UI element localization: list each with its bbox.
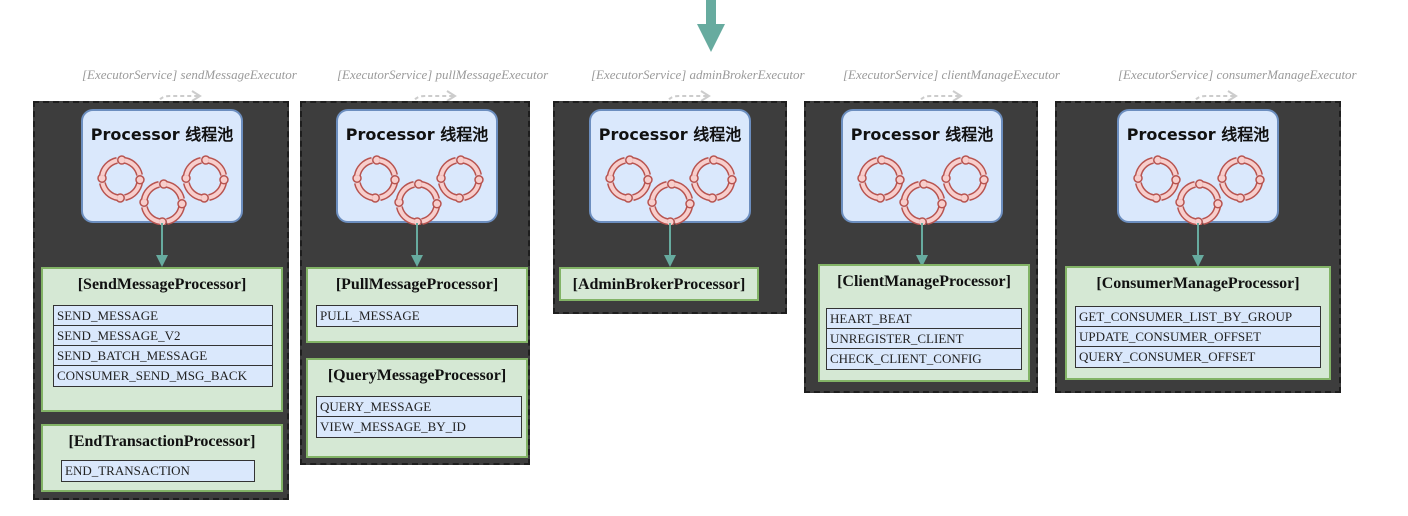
gears-icon — [97, 155, 229, 225]
thread-pool: Processor 线程池 — [589, 109, 751, 225]
pool-title: Processor 线程池 — [598, 125, 742, 144]
pool-title: Processor 线程池 — [345, 125, 489, 144]
pool-title: Processor 线程池 — [90, 125, 234, 144]
executor-panel-client: Processor 线程池 [ClientManageProcessor] HE… — [804, 101, 1038, 393]
request-code: SEND_MESSAGE — [54, 306, 272, 326]
thread-cycle-icon — [394, 179, 442, 225]
request-code: QUERY_MESSAGE — [317, 397, 521, 417]
connector-arrow — [916, 223, 928, 267]
thread-cycle-icon — [352, 155, 400, 203]
processor-query-message: [QueryMessageProcessor] QUERY_MESSAGE VI… — [306, 358, 528, 458]
request-code: UNREGISTER_CLIENT — [827, 329, 1021, 349]
thread-cycle-icon — [181, 155, 229, 203]
processor-consumer-manage: [ConsumerManageProcessor] GET_CONSUMER_L… — [1065, 266, 1331, 380]
request-code: UPDATE_CONSUMER_OFFSET — [1076, 327, 1320, 347]
gears-icon — [857, 155, 989, 225]
processor-send-message: [SendMessageProcessor] SEND_MESSAGE SEND… — [41, 267, 283, 412]
request-code-list: PULL_MESSAGE — [316, 305, 518, 327]
pool-title: Processor 线程池 — [850, 125, 994, 144]
request-code: CHECK_CLIENT_CONFIG — [830, 351, 982, 366]
request-code: PULL_MESSAGE — [320, 308, 420, 323]
executor-label: [ExecutorService] clientManageExecutor — [843, 67, 1060, 82]
request-code-list: HEART_BEAT UNREGISTER_CLIENT CHECK_CLIEN… — [826, 308, 1022, 370]
thread-cycle-icon — [1217, 155, 1265, 203]
executor-label: [ExecutorService] adminBrokerExecutor — [591, 67, 805, 82]
request-code: SEND_BATCH_MESSAGE — [54, 346, 272, 366]
thread-cycle-icon — [1133, 155, 1181, 203]
thread-cycle-icon — [605, 155, 653, 203]
connector-arrow — [156, 223, 168, 267]
thread-cycle-icon — [436, 155, 484, 203]
pool-title: Processor 线程池 — [1126, 125, 1270, 144]
gears-icon — [605, 155, 737, 225]
thread-cycle-icon — [97, 155, 145, 203]
executor-panel-send: Processor 线程池 [SendMessageProcessor] SEN… — [33, 101, 289, 500]
thread-cycle-icon — [139, 179, 187, 225]
processor-client-manage: [ClientManageProcessor] HEART_BEAT UNREG… — [818, 264, 1030, 382]
processor-end-transaction: [EndTransactionProcessor] END_TRANSACTIO… — [41, 424, 283, 492]
request-code: HEART_BEAT — [827, 309, 1021, 329]
incoming-arrow — [697, 0, 725, 52]
processor-title: [PullMessageProcessor] — [335, 276, 499, 293]
thread-cycle-icon — [857, 155, 905, 203]
connector-arrow — [411, 223, 423, 267]
processor-admin-broker: [AdminBrokerProcessor] — [559, 267, 759, 301]
request-code: VIEW_MESSAGE_BY_ID — [320, 419, 466, 434]
executor-panel-admin: Processor 线程池 [AdminBrokerProcessor] — [553, 101, 787, 314]
request-code-list: SEND_MESSAGE SEND_MESSAGE_V2 SEND_BATCH_… — [53, 305, 273, 387]
thread-pool: Processor 线程池 — [336, 109, 498, 225]
thread-pool: Processor 线程池 — [81, 109, 243, 225]
request-code: END_TRANSACTION — [65, 463, 190, 478]
processor-pull-message: [PullMessageProcessor] PULL_MESSAGE — [306, 267, 528, 343]
processor-title: [QueryMessageProcessor] — [327, 367, 507, 384]
thread-cycle-icon — [689, 155, 737, 203]
gears-icon — [352, 155, 484, 225]
request-code: CONSUMER_SEND_MSG_BACK — [57, 368, 247, 383]
executor-panel-consumer: Processor 线程池 [ConsumerManageProcessor] … — [1055, 101, 1341, 393]
thread-cycle-icon — [1175, 179, 1223, 225]
thread-cycle-icon — [647, 179, 695, 225]
request-code-list: QUERY_MESSAGE VIEW_MESSAGE_BY_ID — [316, 396, 522, 438]
request-code-list: GET_CONSUMER_LIST_BY_GROUP UPDATE_CONSUM… — [1075, 306, 1321, 368]
executor-label: [ExecutorService] consumerManageExecutor — [1118, 67, 1357, 82]
processor-title: [AdminBrokerProcessor] — [572, 276, 746, 293]
processor-title: [SendMessageProcessor] — [77, 276, 247, 293]
processor-title: [ConsumerManageProcessor] — [1096, 275, 1300, 292]
request-code: QUERY_CONSUMER_OFFSET — [1079, 349, 1256, 364]
executor-label: [ExecutorService] pullMessageExecutor — [337, 67, 549, 82]
processor-title: [ClientManageProcessor] — [837, 273, 1011, 290]
processor-title: [EndTransactionProcessor] — [68, 433, 256, 450]
thread-cycle-icon — [899, 179, 947, 225]
thread-pool: Processor 线程池 — [841, 109, 1003, 225]
request-code: GET_CONSUMER_LIST_BY_GROUP — [1076, 307, 1320, 327]
request-code: SEND_MESSAGE_V2 — [54, 326, 272, 346]
thread-cycle-icon — [941, 155, 989, 203]
connector-arrow — [664, 223, 676, 267]
thread-pool: Processor 线程池 — [1117, 109, 1279, 225]
executor-label: [ExecutorService] sendMessageExecutor — [82, 67, 297, 82]
connector-arrow — [1192, 223, 1204, 267]
request-code-list: END_TRANSACTION — [61, 460, 255, 482]
gears-icon — [1133, 155, 1265, 225]
executor-panel-pull: Processor 线程池 [PullMessageProcessor] PUL… — [300, 101, 530, 465]
